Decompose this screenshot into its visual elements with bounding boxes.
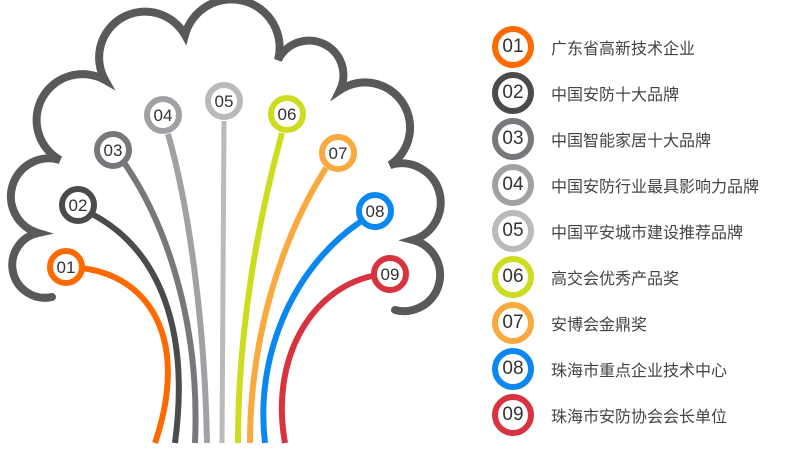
award-label: 中国平安城市建设推荐品牌 [551, 223, 744, 242]
award-label: 中国安防行业最具影响力品牌 [551, 177, 760, 196]
award-item-04: 04 中国安防行业最具影响力品牌 [492, 164, 759, 206]
award-tree-diagram: 01 02 03 04 05 06 07 08 09 [6, 0, 445, 444]
tree-node-01 [47, 248, 85, 286]
tree-node-number: 07 [329, 144, 348, 163]
tree-node-number: 08 [366, 202, 385, 221]
tree-stem-09 [278, 273, 373, 444]
tree-node-03 [94, 131, 132, 169]
number-badge: 05 [492, 210, 534, 252]
tree-node-number: 09 [381, 265, 400, 284]
tree-node-number: 01 [57, 258, 76, 277]
award-item-09: 09 珠海市安防协会会长单位 [492, 394, 727, 436]
tree-node-number: 04 [154, 106, 173, 125]
tree-node-number: 03 [104, 141, 123, 160]
tree-node-06 [268, 95, 306, 133]
tree-node-number: 06 [278, 105, 297, 124]
award-item-01: 01 广东省高新技术企业 [492, 26, 695, 68]
tree-node-05 [205, 82, 243, 120]
award-item-02: 02 中国安防十大品牌 [492, 72, 679, 114]
number-badge: 01 [492, 26, 534, 68]
award-label: 中国智能家居十大品牌 [551, 131, 712, 150]
number-badge: 09 [492, 394, 534, 436]
award-item-05: 05 中国平安城市建设推荐品牌 [492, 210, 743, 252]
award-label: 中国安防十大品牌 [551, 85, 680, 104]
award-label: 高交会优秀产品奖 [551, 269, 680, 288]
number-badge: 02 [492, 72, 534, 114]
tree-stem-05 [219, 120, 227, 444]
tree-node-07 [319, 134, 357, 172]
tree-stem-08 [260, 219, 362, 444]
tree-node-number: 05 [215, 92, 234, 111]
number-badge: 04 [492, 164, 534, 206]
tree-stem-04 [165, 133, 210, 444]
tree-node-09 [371, 255, 409, 293]
tree-node-02 [59, 186, 97, 224]
tree-stem-03 [122, 162, 199, 444]
award-item-06: 06 高交会优秀产品奖 [492, 256, 679, 298]
award-item-07: 07 安博会金鼎奖 [492, 302, 647, 344]
award-label: 珠海市安防协会会长单位 [551, 407, 728, 426]
tree-stem-07 [247, 166, 329, 444]
award-item-08: 08 珠海市重点企业技术中心 [492, 348, 727, 390]
number-badge: 08 [492, 348, 534, 390]
award-item-03: 03 中国智能家居十大品牌 [492, 118, 711, 160]
tree-stem-02 [90, 211, 182, 444]
tree-node-number: 02 [69, 196, 88, 215]
award-label: 安博会金鼎奖 [551, 315, 648, 334]
tree-stem-06 [235, 132, 285, 444]
number-badge: 06 [492, 256, 534, 298]
number-badge: 07 [492, 302, 534, 344]
tree-node-04 [144, 96, 182, 134]
tree-node-08 [356, 192, 394, 230]
number-badge: 03 [492, 118, 534, 160]
cloud-outline [6, 0, 445, 316]
award-label: 珠海市重点企业技术中心 [551, 361, 728, 380]
tree-stem-01 [79, 265, 171, 444]
award-label: 广东省高新技术企业 [551, 39, 696, 58]
